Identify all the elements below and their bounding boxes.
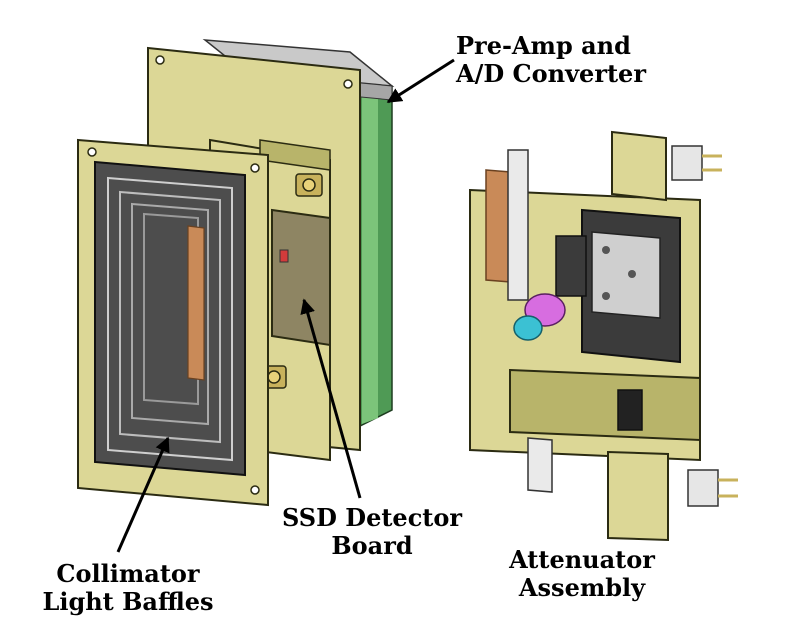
label-collimator-line1: Collimator (56, 559, 200, 588)
arrow-pointer (386, 58, 455, 104)
connector-bottom-right (687, 469, 738, 507)
collimator-light-baffles (94, 160, 246, 477)
arrow-pointer (300, 298, 362, 499)
label-attenuator-line1: Attenuator (508, 545, 655, 574)
arrow-pointer (116, 436, 170, 553)
label-attenuator-line2: Assembly (518, 573, 646, 602)
label-collimator-line2: Light Baffles (42, 587, 213, 616)
connector-top-right (671, 145, 722, 181)
label-attenuator-assembly: Attenuator Assembly (508, 545, 655, 602)
attenuator-assembly (469, 130, 738, 542)
label-ssd-line1: SSD Detector (282, 503, 462, 532)
label-collimator-light-baffles: Collimator Light Baffles (42, 559, 213, 616)
label-preamp-ad-converter: Pre-Amp and A/D Converter (455, 31, 646, 88)
label-ssd-line2: Board (331, 531, 412, 560)
label-ssd-detector-board: SSD Detector Board (282, 503, 462, 560)
sma-connector-top (295, 173, 323, 197)
label-preamp-line2: A/D Converter (455, 59, 646, 88)
label-preamp-line1: Pre-Amp and (456, 31, 631, 60)
